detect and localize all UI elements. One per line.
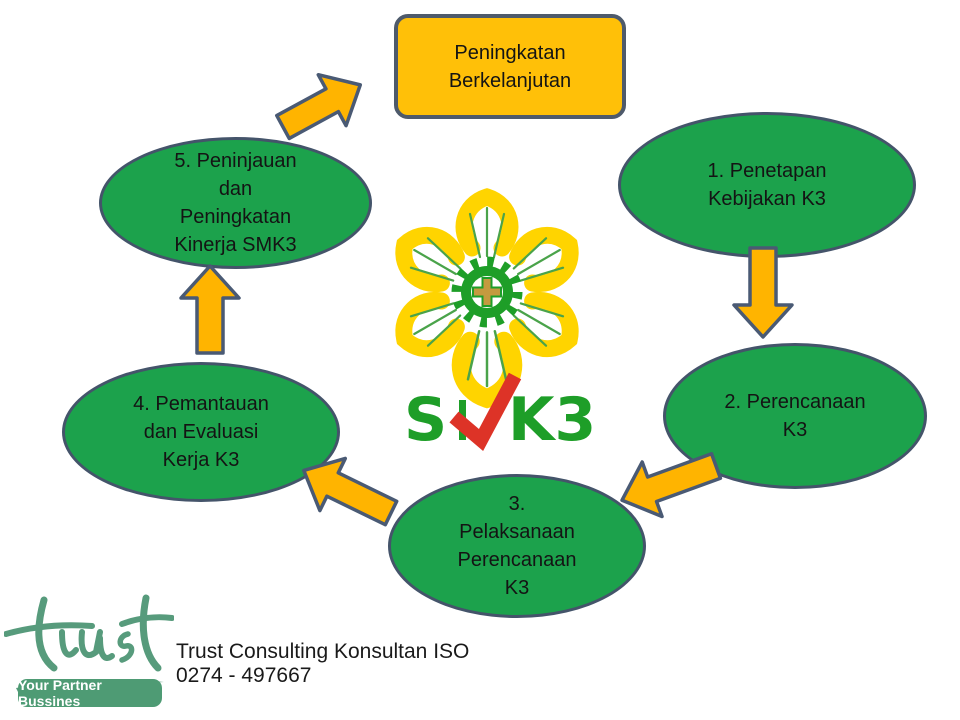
smk3-flower-logo: S K3 <box>362 186 596 452</box>
contact-block: Trust Consulting Konsultan ISO 0274 - 49… <box>176 640 469 687</box>
node-label: 5. Peninjauan dan Peningkatan Kinerja SM… <box>174 150 297 256</box>
smk3-red-check-icon <box>449 372 522 451</box>
trust-t1-stem-icon <box>35 596 58 672</box>
arrow-node1-to-node2-icon <box>732 246 794 339</box>
top-box-label: Peningkatan Berkelanjutan <box>448 41 572 92</box>
node-label: 1. Penetapan Kebijakan K3 <box>707 160 827 210</box>
node-pelaksanaan: 3. Pelaksanaan Perencanaan K3 <box>388 474 646 618</box>
node-perencanaan: 2. Perencanaan K3 <box>663 343 927 489</box>
gear-plus-icon <box>451 256 523 328</box>
trust-t2-stem-icon <box>139 594 162 672</box>
smk3-text-k3: K3 <box>508 385 596 452</box>
top-box-peningkatan: Peningkatan Berkelanjutan <box>394 14 626 119</box>
node-label: 2. Perencanaan K3 <box>724 391 866 441</box>
node-peninjauan: 5. Peninjauan dan Peningkatan Kinerja SM… <box>99 137 372 269</box>
contact-line1: Trust Consulting Konsultan ISO <box>176 640 470 663</box>
node-pemantauan: 4. Pemantauan dan Evaluasi Kerja K3 <box>62 362 340 502</box>
arrow-node5-to-topbox-icon <box>275 72 363 141</box>
trust-r-icon <box>59 629 79 658</box>
smk3-text-s: S <box>404 385 447 452</box>
node-label: 4. Pemantauan dan Evaluasi Kerja K3 <box>133 393 269 471</box>
contact-line2: 0274 - 497667 <box>176 663 312 687</box>
node-penetapan-kebijakan: 1. Penetapan Kebijakan K3 <box>618 112 916 258</box>
trust-u-icon <box>78 629 115 661</box>
trust-crossbar2-icon <box>119 614 174 627</box>
node-label: 3. Pelaksanaan Perencanaan K3 <box>457 493 577 599</box>
trust-tagline-pill: Your Partner Bussines <box>18 677 162 709</box>
arrow-node4-to-node5-icon <box>179 264 241 355</box>
trust-s-icon <box>117 631 135 663</box>
trust-crossbar1-icon <box>4 622 95 637</box>
trust-tagline: Your Partner Bussines <box>18 677 102 709</box>
